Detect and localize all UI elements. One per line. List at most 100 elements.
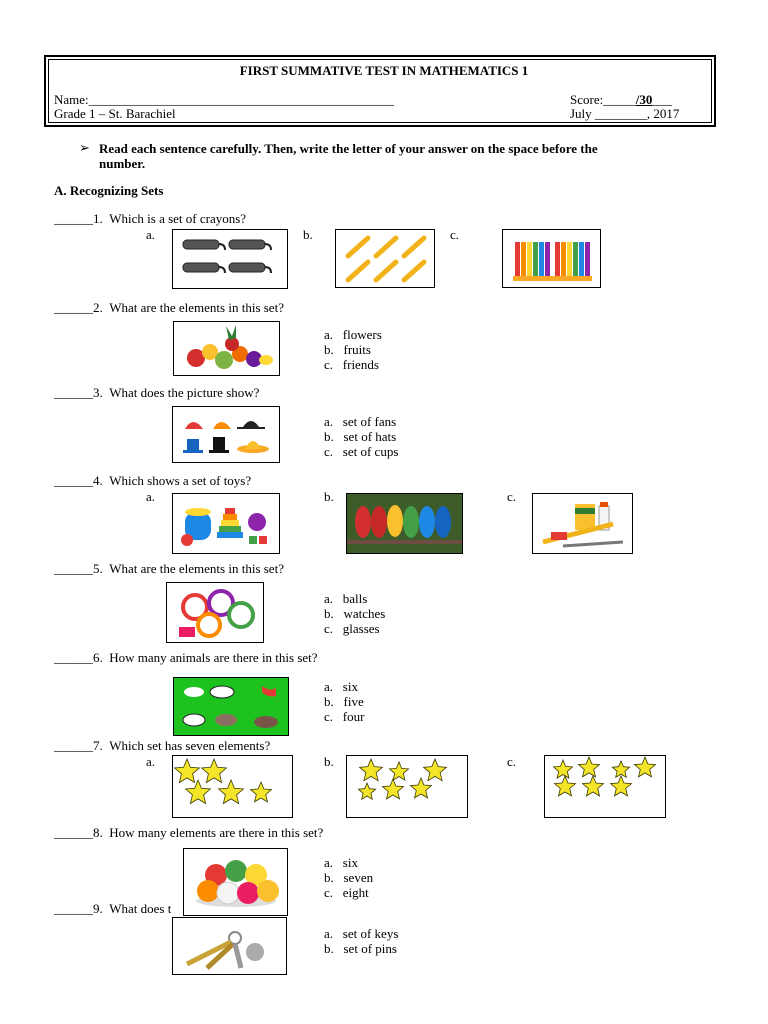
answer-blank[interactable]: ______ [54, 825, 93, 840]
question-number: 2. [93, 300, 103, 315]
choice-c-label: c. [450, 227, 460, 242]
score-total: /30 [635, 92, 653, 107]
answer-blank[interactable]: ______ [54, 385, 93, 400]
question-1: ______1. Which is a set of crayons? [54, 211, 246, 227]
header-border-inner [48, 59, 712, 123]
option-a[interactable]: a. set of keys [324, 926, 399, 941]
answer-blank[interactable]: ______ [54, 901, 93, 916]
instruction-line1: Read each sentence carefully. Then, writ… [99, 141, 598, 156]
star-icon [611, 759, 631, 779]
answer-blank[interactable]: ______ [54, 561, 93, 576]
question-text: What does t [109, 901, 172, 916]
option-c[interactable]: c. friends [324, 357, 379, 372]
umbrellas-image[interactable] [172, 229, 288, 289]
q9-options: a. set of keys b. set of pins [324, 926, 398, 956]
star-icon [388, 760, 410, 781]
question-9: ______9. What does t [54, 901, 171, 917]
fruits-image[interactable] [173, 321, 280, 376]
option-c[interactable]: c. four [324, 709, 365, 724]
school-supplies-image[interactable] [532, 493, 633, 554]
watches-image[interactable] [166, 582, 264, 643]
answer-blank[interactable]: ______ [54, 300, 93, 315]
question-5: ______5. What are the elements in this s… [54, 561, 284, 577]
choice-a-label: a. [146, 489, 156, 504]
answer-blank[interactable]: ______ [54, 473, 93, 488]
header-border-outer [44, 55, 716, 127]
option-c[interactable]: c. eight [324, 885, 369, 900]
star-icon [381, 777, 405, 800]
option-b[interactable]: b. fruits [324, 342, 371, 357]
option-a[interactable]: a. balls [324, 591, 368, 606]
option-b[interactable]: b. set of pins [324, 941, 397, 956]
question-number: 8. [93, 825, 103, 840]
grade-label: Grade 1 – St. Barachiel [54, 106, 176, 121]
question-number: 3. [93, 385, 103, 400]
question-text: How many elements are there in this set? [109, 825, 324, 840]
question-text: What are the elements in this set? [109, 300, 284, 315]
option-a[interactable]: a. flowers [324, 327, 382, 342]
choice-a-label: a. [146, 227, 156, 242]
option-b[interactable]: b. set of hats [324, 429, 397, 444]
choice-b-label: b. [324, 489, 334, 504]
question-6: ______6. How many animals are there in t… [54, 650, 318, 666]
choice-b-label: b. [324, 754, 334, 769]
option-c[interactable]: c. set of cups [324, 444, 399, 459]
star-icon [217, 778, 245, 805]
question-text: Which is a set of crayons? [109, 211, 247, 226]
star-icon [577, 756, 601, 778]
q6-options: a. six b. five c. four [324, 679, 364, 724]
pencils-image[interactable] [335, 229, 435, 288]
parrots-image[interactable] [346, 493, 463, 554]
instruction-line2: number. [99, 156, 146, 171]
stars-set-a[interactable] [172, 755, 293, 818]
option-b[interactable]: b. five [324, 694, 364, 709]
option-a[interactable]: a. six [324, 855, 358, 870]
q8-options: a. six b. seven c. eight [324, 855, 373, 900]
q3-options: a. set of fans b. set of hats c. set of … [324, 414, 398, 459]
star-icon [609, 774, 633, 797]
question-number: 9. [93, 901, 103, 916]
question-number: 7. [93, 738, 103, 753]
score-field[interactable]: Score:_____/30___ [570, 92, 672, 108]
star-icon [200, 757, 228, 784]
score-blank: _____ [603, 92, 636, 107]
question-text: What does the picture show? [109, 385, 260, 400]
question-number: 6. [93, 650, 103, 665]
question-number: 5. [93, 561, 103, 576]
star-icon [422, 757, 448, 782]
keys-image[interactable] [172, 917, 287, 975]
score-tail: ___ [652, 92, 672, 107]
test-title: FIRST SUMMATIVE TEST IN MATHEMATICS 1 [239, 63, 529, 78]
answer-blank[interactable]: ______ [54, 650, 93, 665]
option-a[interactable]: a. six [324, 679, 358, 694]
option-b[interactable]: b. watches [324, 606, 386, 621]
toys-image[interactable] [172, 493, 280, 554]
name-field[interactable]: Name:___________________________________… [54, 92, 394, 108]
star-icon [357, 781, 377, 801]
stars-set-c[interactable] [544, 755, 666, 818]
option-b[interactable]: b. seven [324, 870, 374, 885]
option-c[interactable]: c. glasses [324, 621, 380, 636]
choice-a-label: a. [146, 754, 156, 769]
question-number: 1. [93, 211, 103, 226]
option-a[interactable]: a. set of fans [324, 414, 397, 429]
question-8: ______8. How many elements are there in … [54, 825, 323, 841]
answer-blank[interactable]: ______ [54, 211, 93, 226]
question-text: What are the elements in this set? [109, 561, 284, 576]
question-4: ______4. Which shows a set of toys? [54, 473, 251, 489]
animals-image[interactable] [173, 677, 289, 736]
choice-c-label: c. [507, 489, 517, 504]
balls-image[interactable] [183, 848, 288, 916]
question-number: 4. [93, 473, 103, 488]
answer-blank[interactable]: ______ [54, 738, 93, 753]
question-2: ______2. What are the elements in this s… [54, 300, 284, 316]
hats-image[interactable] [172, 406, 280, 463]
question-text: Which shows a set of toys? [109, 473, 252, 488]
date-field[interactable]: July ________, 2017 [570, 106, 680, 121]
q5-options: a. balls b. watches c. glasses [324, 591, 385, 636]
star-icon [173, 757, 201, 784]
stars-set-b[interactable] [346, 755, 468, 818]
crayons-image[interactable] [502, 229, 601, 288]
section-title: A. Recognizing Sets [54, 183, 164, 198]
question-text: Which set has seven elements? [109, 738, 271, 753]
